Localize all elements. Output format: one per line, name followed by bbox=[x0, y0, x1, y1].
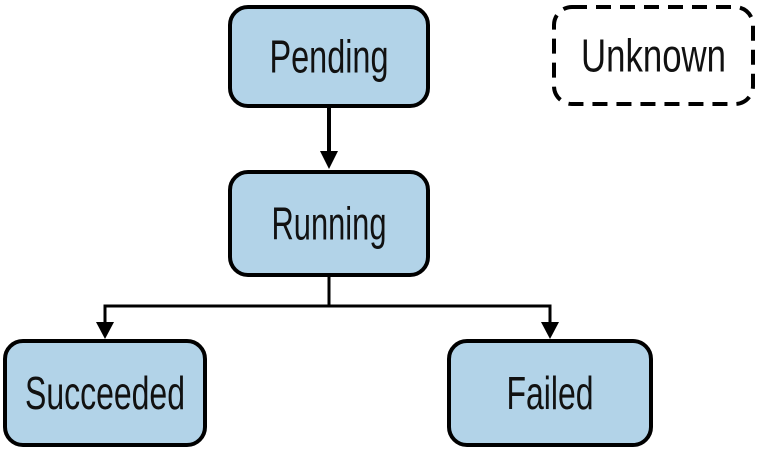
edge-pending-running bbox=[320, 106, 338, 169]
edge-running-branch bbox=[96, 276, 559, 339]
state-box bbox=[447, 339, 653, 447]
state-node-pending: Pending bbox=[228, 5, 430, 108]
state-node-succeeded: Succeeded bbox=[3, 339, 207, 447]
state-node-failed: Failed bbox=[447, 339, 653, 447]
arrowhead-down-icon bbox=[320, 151, 338, 169]
arrowhead-down-icon bbox=[541, 322, 559, 339]
state-label: Unknown bbox=[581, 30, 726, 82]
state-label: Pending bbox=[270, 31, 389, 83]
state-label: Succeeded bbox=[25, 367, 185, 419]
state-box-dashed bbox=[552, 5, 755, 106]
state-box bbox=[228, 5, 430, 108]
state-label: Failed bbox=[507, 367, 594, 419]
state-node-unknown: Unknown bbox=[552, 5, 755, 106]
state-box bbox=[228, 170, 430, 277]
state-label: Running bbox=[272, 198, 387, 250]
arrowhead-down-icon bbox=[96, 322, 114, 339]
state-node-running: Running bbox=[228, 170, 430, 277]
state-box bbox=[3, 339, 207, 447]
